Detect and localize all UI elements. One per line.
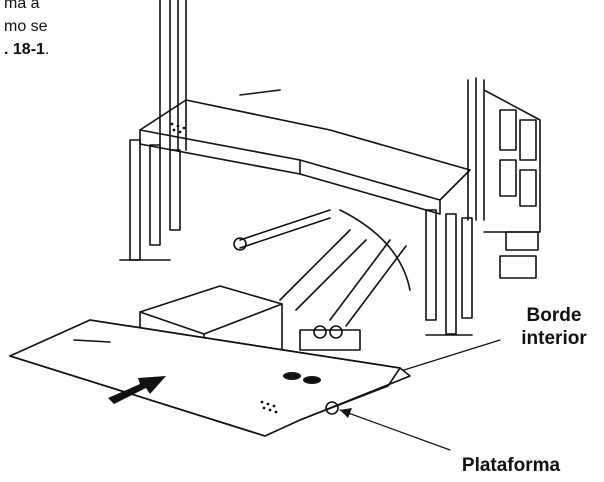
paragraph-line-3-end: . bbox=[44, 41, 50, 58]
top-frame bbox=[139, 89, 471, 215]
inner-edge-label-line-1: Borde bbox=[526, 305, 582, 326]
paragraph-line-1: ma a bbox=[4, 0, 40, 12]
right-post bbox=[467, 77, 485, 221]
left-posts bbox=[159, 0, 187, 151]
figure-reference: . 18-1 bbox=[4, 41, 45, 58]
left-legs bbox=[119, 139, 181, 261]
paragraph-line-2: mo se bbox=[4, 18, 48, 35]
inner-edge-label-line-2: interior bbox=[521, 328, 587, 349]
platform-label: Plataforma bbox=[461, 455, 561, 476]
dot-decals bbox=[170, 122, 278, 414]
right-legs bbox=[425, 209, 473, 336]
hydraulic-arms bbox=[233, 209, 411, 351]
callout-leaders bbox=[339, 339, 501, 451]
inner-edge-label: Borde interior bbox=[506, 304, 602, 350]
platform bbox=[9, 319, 411, 437]
truck-body bbox=[483, 89, 541, 279]
direction-arrow bbox=[108, 376, 166, 404]
footprints bbox=[283, 372, 321, 384]
paragraph-line-3: . 18-1. bbox=[4, 40, 49, 60]
